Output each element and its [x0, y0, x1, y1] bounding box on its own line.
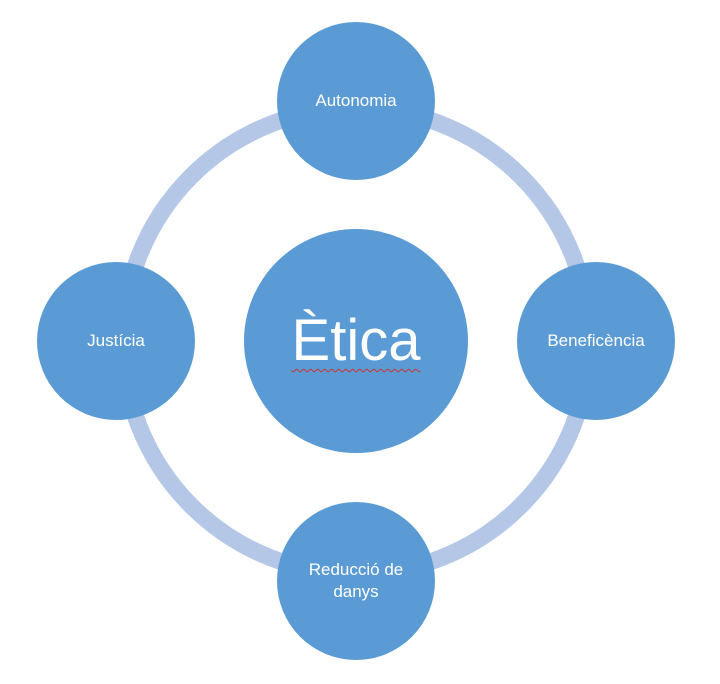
node-autonomia: Autonomia — [277, 22, 435, 180]
center-label: Ètica — [291, 308, 421, 373]
node-reduccio-de-danys: Reducció de danys — [277, 502, 435, 660]
node-justicia: Justícia — [37, 262, 195, 420]
node-label-autonomia: Autonomia — [315, 91, 397, 110]
node-beneficencia: Beneficència — [517, 262, 675, 420]
node-label-reduccio-de-danys: Reducció de danys — [308, 560, 404, 601]
node-label-beneficencia: Beneficència — [547, 331, 645, 350]
node-label-justicia: Justícia — [87, 331, 145, 350]
center-node-etica: Ètica — [244, 229, 468, 453]
